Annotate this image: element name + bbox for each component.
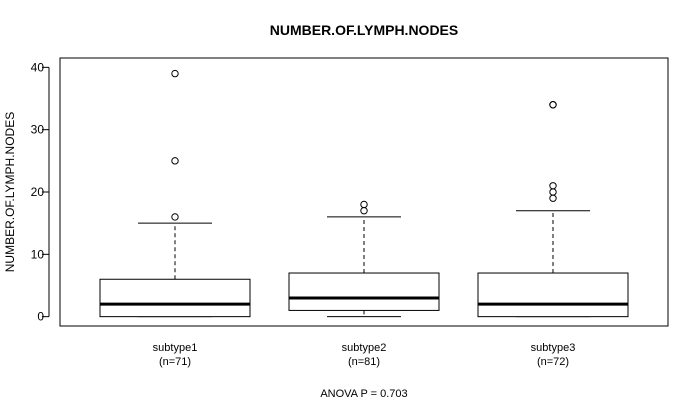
outlier-point — [549, 194, 557, 202]
outlier-point — [171, 157, 179, 165]
category-label: subtype2 — [342, 342, 387, 354]
category-label: subtype3 — [531, 342, 576, 354]
category-labels: subtype1 (n=71) subtype2 (n=81) subtype3 (n=7… — [153, 342, 576, 368]
outlier-point — [549, 182, 557, 190]
outlier-point — [360, 200, 368, 209]
outlier-point — [549, 101, 557, 109]
boxes-layer — [99, 69, 629, 318]
plot-frame — [59, 57, 669, 327]
y-tick-label: 40 — [31, 60, 45, 74]
box-subtype3 — [477, 101, 629, 318]
y-tick-label: 20 — [31, 185, 45, 199]
category-count: (n=72) — [537, 356, 569, 368]
box-subtype1 — [99, 69, 251, 318]
iqr-box — [99, 278, 251, 318]
y-tick-label: 0 — [37, 310, 44, 324]
category-count: (n=71) — [159, 356, 191, 368]
category-count: (n=81) — [348, 356, 380, 368]
y-axis-label: NUMBER.OF.LYMPH.NODES — [3, 112, 17, 272]
iqr-box — [477, 272, 629, 318]
y-axis: 0 10 20 30 40 — [31, 60, 50, 324]
anova-p-value: ANOVA P = 0.703 — [320, 388, 407, 400]
y-tick-label: 30 — [31, 123, 45, 137]
outlier-point — [549, 188, 557, 196]
outlier-point — [360, 206, 368, 215]
box-subtype2 — [288, 200, 440, 318]
category-label: subtype1 — [153, 342, 198, 354]
chart-title: NUMBER.OF.LYMPH.NODES — [270, 22, 459, 38]
outlier-point — [171, 213, 179, 221]
iqr-box — [288, 272, 440, 311]
y-tick-label: 10 — [31, 247, 45, 261]
outlier-point — [171, 69, 179, 78]
